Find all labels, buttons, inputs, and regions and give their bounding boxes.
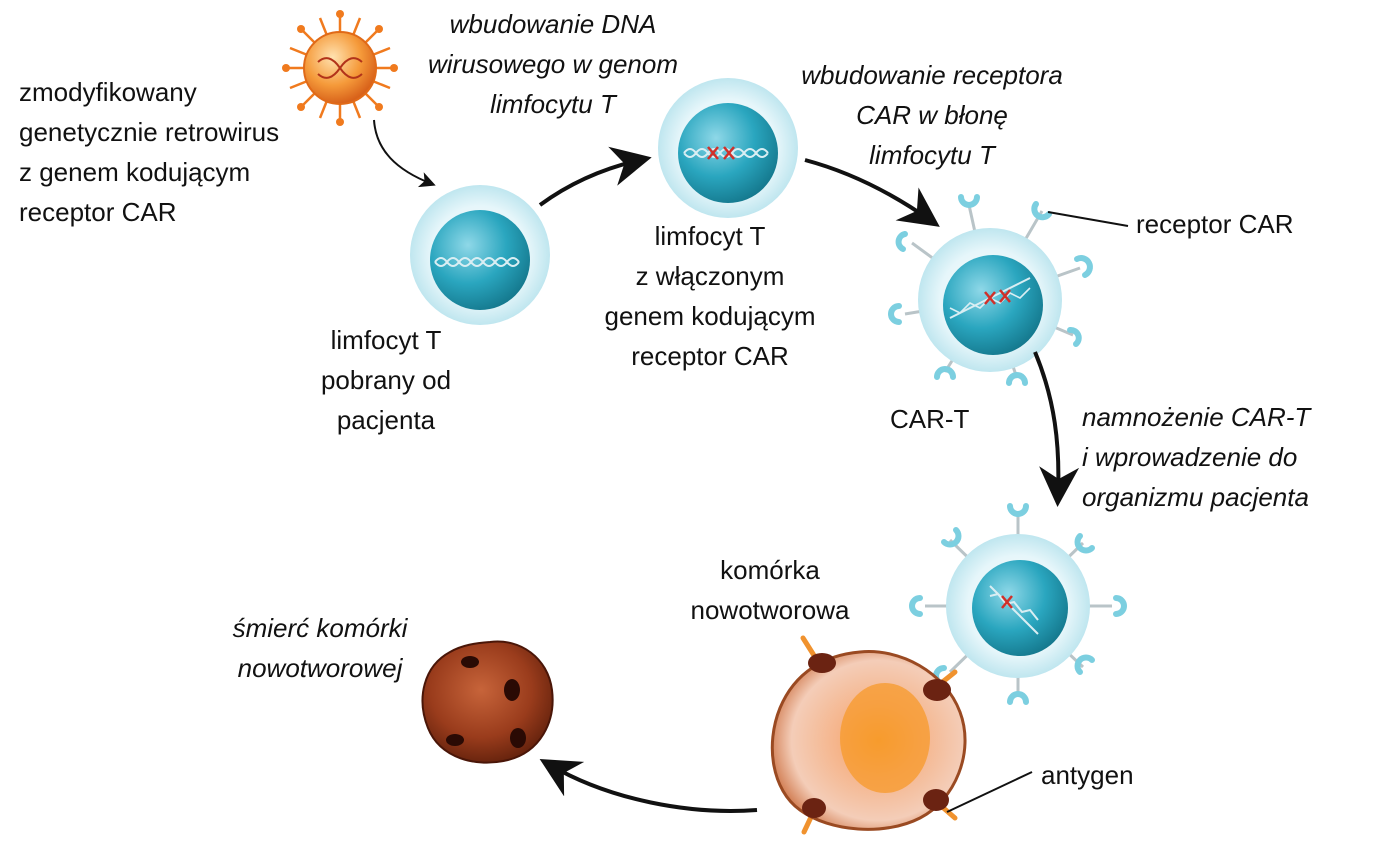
car-t-cell-icon <box>888 194 1093 386</box>
dead-tumor-cell-icon <box>421 640 554 764</box>
arrow-car-t-expansion <box>1033 351 1080 507</box>
tumor-death-label: śmierć komórki nowotworowej <box>232 613 408 683</box>
receptor-car-pointer <box>1047 211 1129 227</box>
receptor-integration-label: wbudowanie receptora CAR w błonę limfocy… <box>801 60 1063 170</box>
antigen-label: antygen <box>1041 760 1134 790</box>
tumor-cell-icon <box>770 635 967 835</box>
arrow-tumor-to-death <box>539 758 758 813</box>
tumor-cell-label: komórka nowotworowa <box>690 555 850 625</box>
t-cell-with-gene-label: limfocyt T z włączonym genem kodującym r… <box>604 221 816 371</box>
integration-label: wbudowanie DNA wirusowego w genom limfoc… <box>427 9 678 119</box>
t-cell-with-gene-icon <box>658 78 798 218</box>
car-t-label: CAR-T <box>890 404 970 434</box>
arrow-gene-cell-to-car-t <box>804 158 940 227</box>
patient-t-cell-label: limfocyt T pobrany od pacjenta <box>320 325 452 435</box>
arrow-virus-to-cell <box>373 119 436 188</box>
receptor-car-label: receptor CAR <box>1136 209 1294 239</box>
expansion-label: namnożenie CAR-T i wprowadzenie do organ… <box>1082 402 1311 512</box>
retrovirus-label: zmodyfikowany genetycznie retrowirus z g… <box>19 77 280 227</box>
antigen-pointer <box>946 771 1033 813</box>
retrovirus-icon <box>282 10 398 126</box>
t-cell-patient-icon <box>410 185 550 325</box>
arrow-cell-to-gene-cell <box>538 146 652 207</box>
car-t-cell-attacking-icon <box>909 503 1127 705</box>
